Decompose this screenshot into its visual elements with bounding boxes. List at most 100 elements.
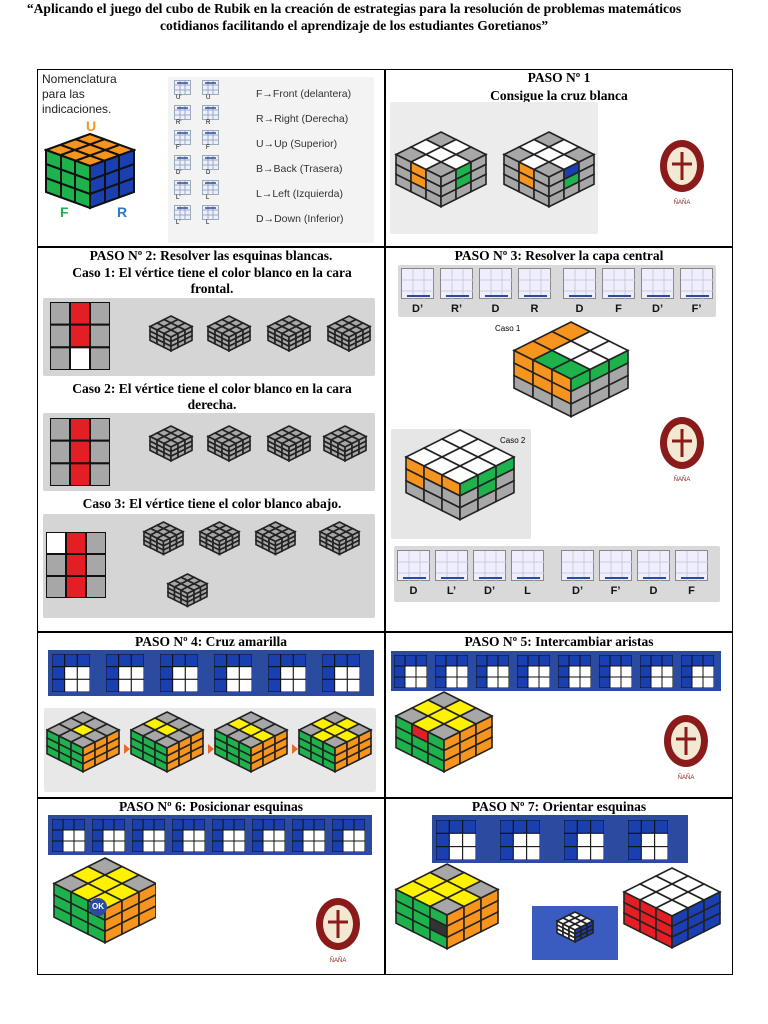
move-diagram	[479, 268, 513, 302]
move-icon-label: U'	[176, 95, 182, 101]
move-diagram	[641, 268, 675, 302]
notation-text: U→Up (Superior)	[256, 138, 338, 150]
move-cube-icon	[92, 819, 125, 852]
move-label: L	[524, 585, 531, 597]
move-icon	[202, 155, 219, 170]
school-logo: ÑAÑA	[656, 415, 708, 483]
paso2-caso2: Caso 2: El vértice tiene el color blanco…	[72, 381, 352, 412]
cube-incorrect-cross	[502, 131, 596, 208]
paso2-title: PASO Nº 2: Resolver las esquinas blancas…	[89, 248, 333, 263]
move-diagram	[397, 550, 431, 584]
move-label: L’	[446, 585, 457, 597]
move-icon-label: U	[206, 95, 211, 101]
move-icon	[174, 155, 191, 170]
caso1-step-cube	[266, 315, 312, 353]
move-icon	[202, 105, 219, 120]
paso4-move-strip	[48, 650, 374, 696]
caso3-step-cube	[318, 521, 361, 556]
move-diagram	[511, 550, 545, 584]
paso6-title: PASO Nº 6: Posicionar esquinas	[119, 799, 303, 814]
move-icon	[174, 105, 191, 120]
document-title: “Aplicando el juego del cubo de Rubik en…	[26, 1, 682, 33]
move-icon-label: R	[206, 120, 211, 126]
face-f-label: F	[60, 204, 69, 220]
arrow-icon	[124, 744, 130, 754]
move-label: D’	[412, 303, 423, 315]
yellow-cross-stage-cube	[214, 711, 289, 774]
move-label: F	[688, 585, 695, 597]
move-cube-icon	[268, 654, 306, 692]
move-label: R’	[451, 303, 462, 315]
move-cube-icon	[132, 819, 165, 852]
move-label: F	[615, 303, 622, 315]
move-icon	[174, 205, 191, 220]
school-logo: ÑAÑA	[660, 713, 712, 781]
caso2-start-cube	[50, 418, 110, 486]
caso2-step-cube	[322, 425, 368, 463]
caso1-step-cube	[206, 315, 252, 353]
move-diagram	[680, 268, 714, 302]
move-cube-icon	[212, 819, 245, 852]
logo-caption: ÑAÑA	[329, 958, 347, 964]
move-cube-icon	[52, 654, 90, 692]
paso1-title: PASO Nº 1	[527, 70, 591, 85]
move-label: F’	[691, 303, 702, 315]
paso4-title: PASO Nº 4: Cruz amarilla	[135, 634, 287, 649]
move-icon-label: D	[206, 170, 211, 176]
paso2-caso1: Caso 1: El vértice tiene el color blanco…	[72, 265, 352, 296]
arrow-icon	[292, 744, 298, 754]
move-label: D	[649, 585, 658, 597]
move-diagram	[435, 550, 469, 584]
move-cube-icon	[599, 655, 632, 688]
caso1-label: Caso 1	[495, 324, 521, 333]
yellow-cross-stage-cube	[46, 711, 121, 774]
caso1-step-cube	[326, 315, 372, 353]
logo-caption: ÑAÑA	[673, 477, 691, 483]
move-diagram	[440, 268, 474, 302]
move-diagram	[599, 550, 633, 584]
caso3-step-cube	[142, 521, 185, 556]
move-cube-icon	[564, 820, 604, 860]
move-diagram	[561, 550, 595, 584]
paso3-title: PASO Nº 3: Resolver la capa central	[454, 248, 664, 263]
move-icon-label: R'	[176, 120, 182, 126]
cube-correct-cross	[394, 131, 488, 208]
caso2-step-cube	[206, 425, 252, 463]
caso3-step-cube	[198, 521, 241, 556]
move-icon-label: L	[206, 220, 210, 226]
school-logo: ÑAÑA	[656, 138, 708, 206]
paso7-title: PASO Nº 7: Orientar esquinas	[471, 799, 647, 814]
arrow-icon	[208, 744, 214, 754]
move-cube-icon	[172, 819, 205, 852]
move-icon-label: L'	[176, 220, 181, 226]
crest-icon	[316, 898, 360, 950]
notation-text: L→Left (Izquierda)	[256, 188, 343, 200]
paso7-photo-cube	[622, 867, 722, 949]
move-cube-icon	[106, 654, 144, 692]
move-diagram	[518, 268, 552, 302]
move-label: F’	[610, 585, 621, 597]
caso3-step-cube	[166, 573, 209, 608]
crest-icon	[660, 417, 704, 469]
caso3-step-cube	[254, 521, 297, 556]
move-cube-icon	[332, 819, 365, 852]
move-cube-icon	[681, 655, 714, 688]
face-u-label: U	[86, 118, 97, 134]
move-cube-icon	[640, 655, 673, 688]
paso2-caso3: Caso 3: El vértice tiene el color blanco…	[82, 496, 342, 511]
move-cube-icon	[436, 820, 476, 860]
paso5-cube	[394, 691, 494, 773]
move-icon	[174, 180, 191, 195]
move-cube-icon	[500, 820, 540, 860]
move-cube-icon	[517, 655, 550, 688]
move-cube-icon	[292, 819, 325, 852]
crest-icon	[664, 715, 708, 767]
move-icon	[202, 130, 219, 145]
nomenclature-cube-image	[44, 132, 136, 210]
move-cube-icon	[558, 655, 591, 688]
move-cube-icon	[322, 654, 360, 692]
